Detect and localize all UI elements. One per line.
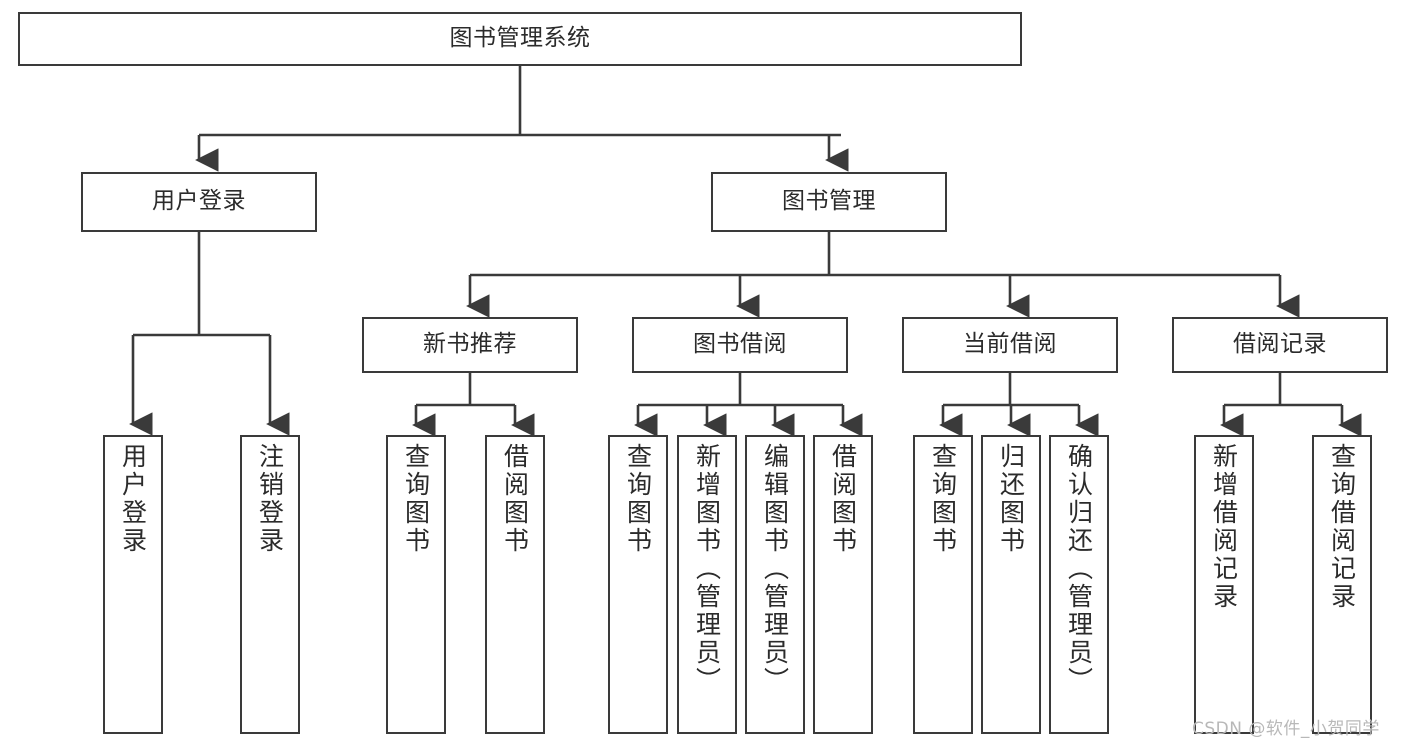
leaf-query-book-current[interactable]: 查询图书 bbox=[913, 435, 973, 734]
leaf-edit-book[interactable]: 编辑图书（管理员） bbox=[745, 435, 805, 734]
csdn-watermark: CSDN @软件_小贺同学 bbox=[1192, 719, 1380, 739]
node-label: 借阅图书 bbox=[828, 443, 858, 555]
node-label: 新书推荐 bbox=[423, 331, 517, 358]
node-label: 当前借阅 bbox=[963, 331, 1057, 358]
leaf-borrow-book[interactable]: 借阅图书 bbox=[813, 435, 873, 734]
node-label: 查询图书 bbox=[401, 443, 431, 555]
leaf-query-book-rec[interactable]: 查询图书 bbox=[386, 435, 446, 734]
leaf-add-book[interactable]: 新增图书（管理员） bbox=[677, 435, 737, 734]
node-book-borrow[interactable]: 图书借阅 bbox=[632, 317, 848, 373]
node-label: 借阅图书 bbox=[500, 443, 530, 555]
leaf-query-book-borrow[interactable]: 查询图书 bbox=[608, 435, 668, 734]
node-label: 图书管理系统 bbox=[449, 25, 591, 52]
leaf-borrow-book-rec[interactable]: 借阅图书 bbox=[485, 435, 545, 734]
node-label: 查询图书 bbox=[623, 443, 653, 555]
node-label: 借阅记录 bbox=[1233, 331, 1327, 358]
node-label: 确认归还（管理员） bbox=[1064, 443, 1094, 695]
node-label: 用户登录 bbox=[152, 188, 246, 215]
node-current-borrow[interactable]: 当前借阅 bbox=[902, 317, 1118, 373]
node-root[interactable]: 图书管理系统 bbox=[18, 12, 1022, 66]
node-new-book-recommend[interactable]: 新书推荐 bbox=[362, 317, 578, 373]
node-label: 新增借阅记录 bbox=[1209, 443, 1239, 611]
node-label: 编辑图书（管理员） bbox=[760, 443, 790, 695]
node-label: 用户登录 bbox=[118, 443, 148, 555]
node-label: 查询图书 bbox=[928, 443, 958, 555]
leaf-query-record[interactable]: 查询借阅记录 bbox=[1312, 435, 1372, 734]
node-label: 查询借阅记录 bbox=[1327, 443, 1357, 611]
node-user-login[interactable]: 用户登录 bbox=[81, 172, 317, 232]
leaf-user-login[interactable]: 用户登录 bbox=[103, 435, 163, 734]
node-label: 新增图书（管理员） bbox=[692, 443, 722, 695]
node-label: 图书管理 bbox=[782, 188, 876, 215]
node-label: 注销登录 bbox=[255, 443, 285, 555]
leaf-logout[interactable]: 注销登录 bbox=[240, 435, 300, 734]
node-borrow-record[interactable]: 借阅记录 bbox=[1172, 317, 1388, 373]
node-label: 图书借阅 bbox=[693, 331, 787, 358]
node-book-management[interactable]: 图书管理 bbox=[711, 172, 947, 232]
leaf-return-book[interactable]: 归还图书 bbox=[981, 435, 1041, 734]
leaf-add-record[interactable]: 新增借阅记录 bbox=[1194, 435, 1254, 734]
node-label: 归还图书 bbox=[996, 443, 1026, 555]
leaf-confirm-return[interactable]: 确认归还（管理员） bbox=[1049, 435, 1109, 734]
